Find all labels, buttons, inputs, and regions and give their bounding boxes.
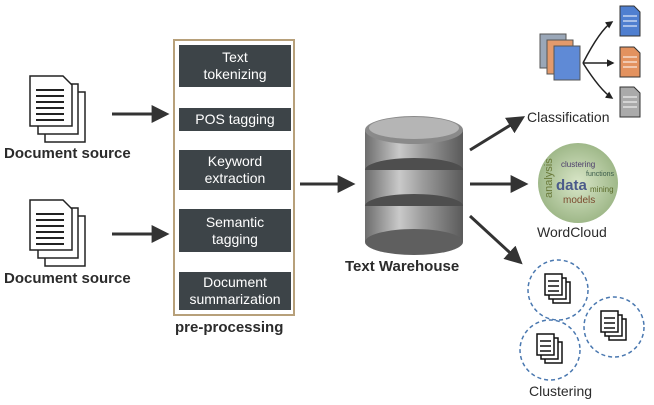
step-pos-tagging: POS tagging <box>179 108 291 131</box>
wordcloud-icon: data analysis models functions clusterin… <box>538 143 618 223</box>
arrow <box>469 116 526 152</box>
step-keyword-extraction: Keyword extraction <box>179 150 291 190</box>
database-icon <box>365 116 463 255</box>
text-warehouse-label: Text Warehouse <box>345 258 460 275</box>
step-document-summarization: Document summarization <box>179 272 291 310</box>
wordcloud-word: mining <box>590 185 614 194</box>
document-source-label: Document source <box>4 145 131 162</box>
classification-icon <box>539 5 641 118</box>
wordcloud-word: data <box>556 177 588 194</box>
step-semantic-tagging: Semantic tagging <box>179 209 291 252</box>
wordcloud-label: WordCloud <box>537 224 607 240</box>
wordcloud-word: functions <box>586 171 615 178</box>
step-text-tokenizing: Text tokenizing <box>179 45 291 87</box>
clustering-label: Clustering <box>529 383 593 399</box>
document-stack-icon <box>29 75 86 143</box>
classification-label: Classification <box>527 109 610 125</box>
document-source-label: Document source <box>4 270 131 287</box>
wordcloud-word: analysis <box>543 158 555 198</box>
arrow <box>468 214 523 265</box>
wordcloud-word: clustering <box>561 160 595 169</box>
pre-processing-label: pre-processing <box>175 319 284 336</box>
document-stack-icon <box>29 199 86 267</box>
clustering-icon <box>519 259 645 381</box>
wordcloud-word: models <box>563 195 595 206</box>
